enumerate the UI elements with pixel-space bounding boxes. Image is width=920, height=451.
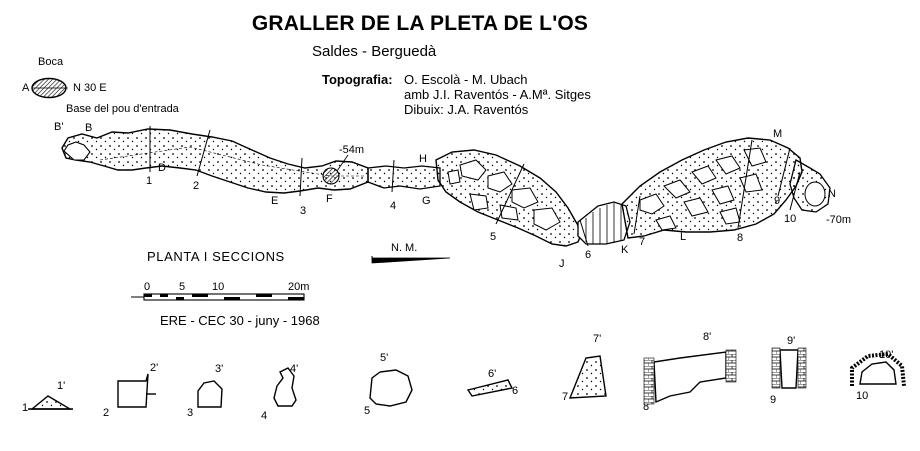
credit-line-1: O. Escolà - M. Ubach: [404, 72, 528, 87]
section-4-prime-label: 4': [290, 363, 299, 375]
section-1-prime-label: 1': [57, 380, 66, 392]
plan-label-depth-70: -70m: [826, 214, 852, 226]
section-3-label: 3: [187, 407, 194, 419]
plan-label-e: E: [271, 195, 279, 207]
section-5-prime-label: 5': [380, 352, 389, 364]
plan-label-f: F: [326, 193, 333, 205]
planta-seccions-label: PLANTA I SECCIONS: [147, 249, 285, 264]
inset-a-label: A: [22, 82, 30, 94]
section-10-shape: [859, 361, 897, 385]
chamber-k-m-outline: [621, 137, 803, 239]
plan-label-8: 8: [737, 232, 744, 244]
plan-label-h: H: [419, 153, 427, 165]
page-title: GRALLER DE LA PLETA DE L'OS: [251, 12, 589, 35]
section-1-label: 1: [22, 402, 29, 414]
section-4-shape: [273, 367, 297, 407]
section-3-prime-label: 3': [215, 363, 224, 375]
scale-tick-20m: 20m: [288, 281, 310, 293]
chamber-h-j-outline: [435, 149, 583, 247]
section-8-prime-label: 8': [703, 331, 712, 343]
plan-label-j: J: [559, 258, 565, 270]
section-9-label: 9: [770, 394, 777, 406]
date-label: ERE - CEC 30 - juny - 1968: [160, 313, 320, 328]
west-gallery-outline: [61, 128, 369, 194]
section-5-shape: [369, 369, 413, 407]
scale-bar: [131, 293, 305, 301]
plan-label-3: 3: [300, 205, 307, 217]
section-5-label: 5: [364, 405, 371, 417]
plan-label-6: 6: [585, 249, 592, 261]
section-3-shape: [197, 380, 223, 408]
section-9-prime-label: 9': [787, 335, 796, 347]
section-6-prime-label: 6': [488, 368, 497, 380]
plan-label-k: K: [621, 244, 629, 256]
plan-label-g: G: [422, 195, 431, 207]
middle-gallery-outline: [367, 165, 441, 190]
section-wall-hatching: [643, 347, 906, 405]
credit-line-2: amb J.I. Raventós - A.Mª. Sitges: [404, 87, 591, 102]
plan-label-4: 4: [390, 200, 397, 212]
entrance-shaft-base: [63, 141, 91, 161]
plan-label-l: L: [680, 231, 687, 243]
north-arrow: [371, 256, 451, 264]
plan-label-n: N: [828, 188, 836, 200]
section-6-label: 6: [512, 385, 519, 397]
section-10-label: 10: [856, 390, 869, 402]
plan-label-depth-54: -54m: [339, 144, 365, 156]
scale-tick-10: 10: [212, 281, 225, 293]
section-7-label: 7: [562, 391, 569, 403]
plan-label-2: 2: [193, 180, 200, 192]
inset-base-label: Base del pou d'entrada: [66, 103, 179, 115]
cross-sections: [28, 349, 897, 410]
survey-line-west: [99, 146, 365, 177]
section-9-shape: [779, 349, 799, 389]
plan-chamber-east-1: [435, 149, 583, 247]
scale-tick-5: 5: [179, 281, 186, 293]
north-label: N. M.: [391, 242, 418, 254]
plan-passage-west: [61, 128, 369, 194]
plan-label-m: M: [773, 128, 783, 140]
entrance-inset: [31, 77, 68, 99]
section-8-label: 8: [643, 401, 650, 413]
scale-tick-0: 0: [144, 281, 151, 293]
plan-label-d: D: [158, 162, 166, 174]
section-7-shape: [568, 355, 607, 399]
plan-label-1: 1: [146, 175, 153, 187]
plan-chamber-east-2: [621, 137, 803, 239]
section-7-prime-label: 7': [593, 333, 602, 345]
section-cut-marks: [149, 126, 801, 247]
section-4-label: 4: [261, 410, 268, 422]
section-2-prime-label: 2': [150, 362, 159, 374]
plan-label-10: 10: [784, 213, 797, 225]
plan-label-b-prime: B': [54, 121, 64, 133]
section-6-shape: [466, 379, 514, 397]
section-1-shape: [30, 395, 73, 410]
section-2-shape: [117, 373, 149, 408]
plan-label-b: B: [85, 122, 93, 134]
credits-label: Topografia:: [322, 72, 393, 87]
section-2-label: 2: [103, 407, 110, 419]
subtitle: Saldes - Berguedà: [312, 43, 437, 60]
credit-line-3: Dibuix: J.A. Raventós: [404, 102, 529, 117]
inset-orientation-label: N 30 E: [73, 82, 107, 94]
section-8-shape: [653, 351, 727, 404]
inset-boca-label: Boca: [38, 56, 64, 68]
plan-label-7: 7: [639, 236, 646, 248]
plan-label-5: 5: [490, 231, 497, 243]
plan-passage-middle: [367, 165, 441, 190]
